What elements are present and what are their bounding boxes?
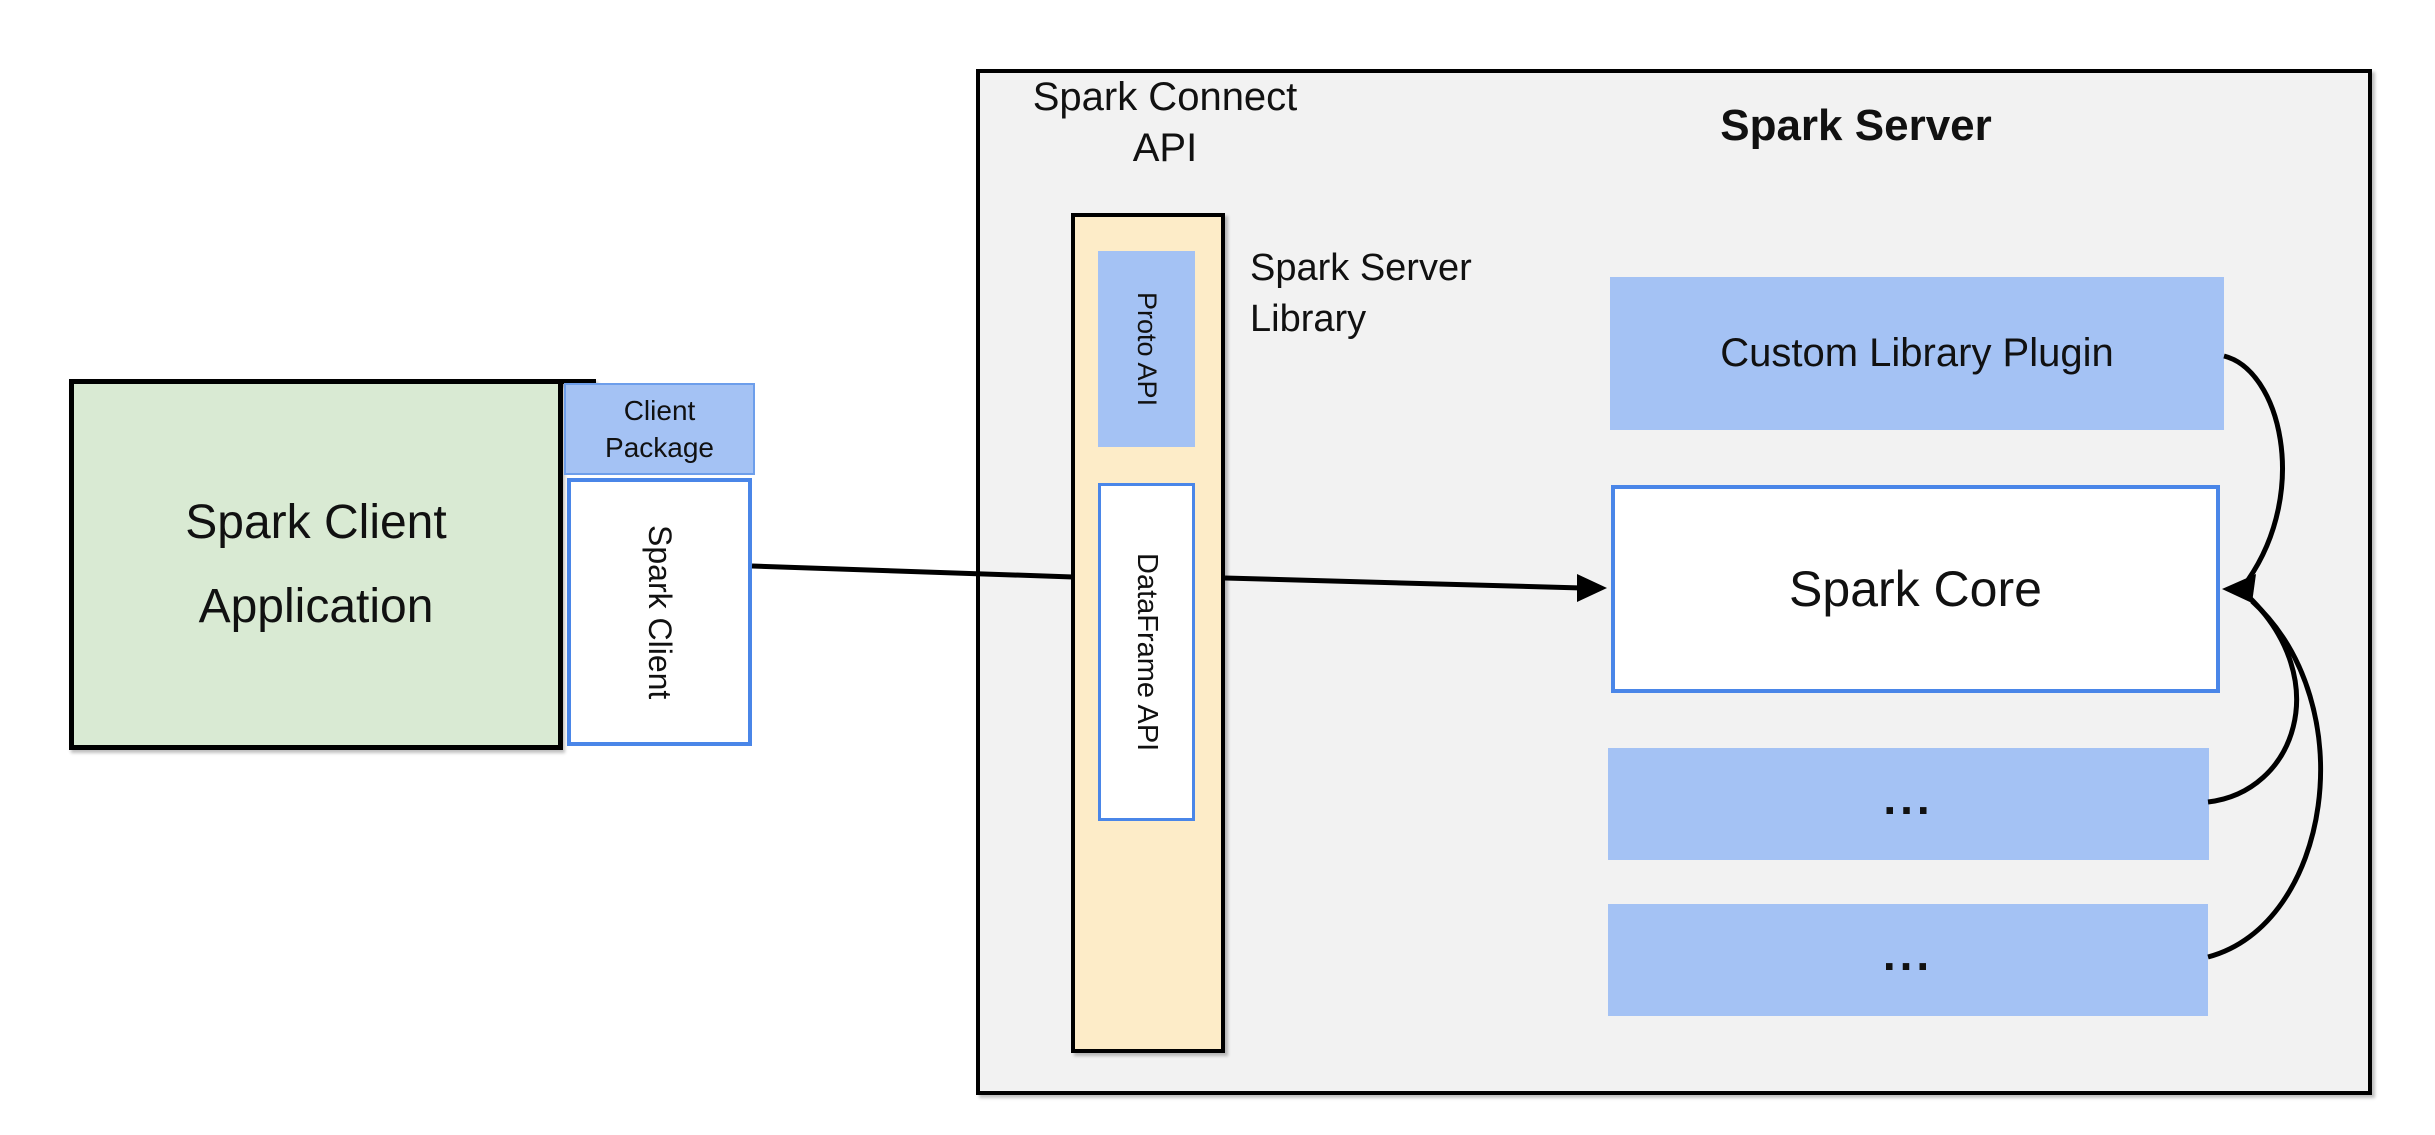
ellipsis-box-1: ... <box>1608 748 2209 860</box>
ellipsis-label-2: ... <box>1882 928 1934 980</box>
proto-api-box: Proto API <box>1098 251 1195 447</box>
ellipsis-box-2: ... <box>1608 904 2208 1016</box>
client-package-box: Client Package <box>564 383 755 475</box>
custom-library-plugin-label: Custom Library Plugin <box>1720 331 2114 375</box>
ellipsis-label-1: ... <box>1883 772 1934 824</box>
spark-server-library-label: Spark Server Library <box>1250 247 1472 340</box>
spark-core-box: Spark Core <box>1611 485 2220 693</box>
green-box-border-overhang <box>560 379 596 384</box>
client-package-label: Client Package <box>605 395 714 463</box>
spark-server-title: Spark Server <box>1720 101 1992 150</box>
spark-client-application-box: Spark Client Application <box>69 379 563 750</box>
custom-library-plugin-box: Custom Library Plugin <box>1610 277 2224 430</box>
spark-client-label: Spark Client <box>642 524 678 700</box>
dataframe-api-box: DataFrame API <box>1098 483 1195 821</box>
spark-client-application-label: Spark Client Application <box>185 495 447 633</box>
proto-api-label: Proto API <box>1132 291 1162 407</box>
spark-client-box: Spark Client <box>567 478 752 746</box>
spark-core-label: Spark Core <box>1789 561 2042 617</box>
spark-connect-api-title: Spark Connect API <box>1032 75 1298 170</box>
dataframe-api-label: DataFrame API <box>1131 552 1163 752</box>
